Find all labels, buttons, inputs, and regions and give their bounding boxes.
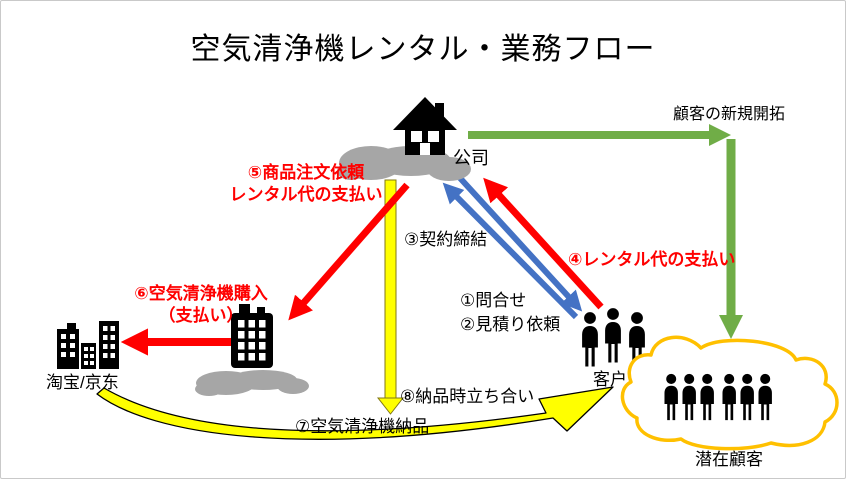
office-building-icon [231, 304, 273, 368]
supplier-cloud [195, 370, 309, 396]
house-icon [393, 97, 457, 155]
order-request-arrow-red [288, 182, 410, 321]
step4-label: ④レンタル代の支払い [568, 250, 736, 269]
company-label: 公司 [453, 148, 489, 168]
reseller-label: 淘宝/京东 [46, 373, 119, 392]
potential-customers-label: 潜在顧客 [695, 450, 763, 469]
new-customer-label: 顧客の新規開拓 [673, 106, 786, 123]
customer-label: 客户 [593, 370, 627, 389]
contract-arrow-blue [457, 175, 583, 312]
step1-label: ①問合せ [460, 291, 527, 310]
delivery-arrow-yellow [376, 179, 405, 415]
step7-label: ⑦空気清浄機納品 [295, 417, 430, 436]
city-buildings-icon [57, 321, 119, 369]
step6-label: ⑥空気清浄機購入 （支払い） [134, 284, 268, 325]
step5-label: ⑤商品注文依頼 レンタル代の支払い [229, 163, 383, 204]
step3-label: ③契約締結 [404, 230, 488, 249]
delivery-swoosh-arrow-yellow [96, 386, 614, 440]
diagram-title: 空気清浄機レンタル・業務フロー [190, 33, 656, 66]
step2-label: ②見積り依頼 [460, 315, 561, 334]
new-customer-arrow-green [468, 124, 743, 339]
rental-payment-arrow-red [483, 177, 604, 310]
inquiry-arrow-blue [442, 182, 579, 320]
step8-label: ⑧納品時立ち合い [400, 387, 535, 406]
